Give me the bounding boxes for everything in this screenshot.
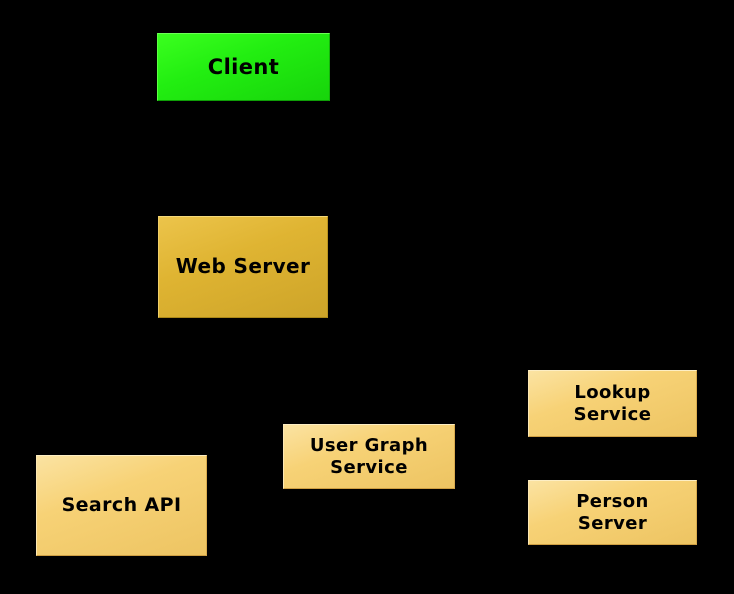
node-client[interactable]: Client (157, 33, 330, 101)
node-search-api-label: Search API (61, 494, 182, 517)
node-person-server[interactable]: Person Server (528, 480, 697, 545)
node-search-api[interactable]: Search API (36, 455, 207, 556)
node-web-server-label: Web Server (175, 254, 311, 279)
node-lookup-service-label: Lookup Service (573, 382, 652, 425)
node-person-server-label: Person Server (576, 491, 649, 534)
node-lookup-service[interactable]: Lookup Service (528, 370, 697, 437)
node-user-graph-service-label: User Graph Service (309, 435, 429, 478)
node-client-label: Client (207, 54, 280, 79)
node-user-graph-service[interactable]: User Graph Service (283, 424, 455, 489)
node-web-server[interactable]: Web Server (158, 216, 328, 318)
